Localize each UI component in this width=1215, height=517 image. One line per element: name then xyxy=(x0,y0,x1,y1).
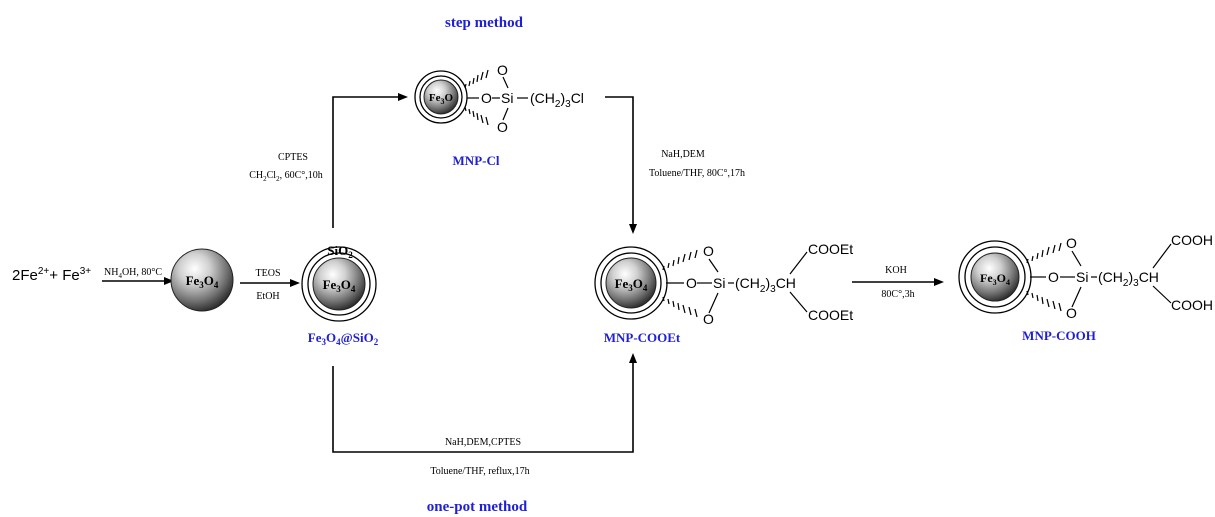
svg-text:(CH2)3CH: (CH2)3CH xyxy=(735,275,796,295)
fe3o4-sio2-particle: Fe3O4 SiO2 xyxy=(301,243,377,322)
label-mnp-cooh: MNP-COOH xyxy=(1022,328,1096,343)
svg-text:O: O xyxy=(497,62,508,78)
svg-text:O: O xyxy=(497,119,508,135)
svg-text:O: O xyxy=(703,311,714,327)
svg-text:O: O xyxy=(1066,235,1077,251)
mnp-cl-structure: Fe3O O O O Si (CH2)3Cl xyxy=(414,62,584,135)
svg-text:(CH2)3Cl: (CH2)3Cl xyxy=(530,90,584,110)
condition-teos: TEOS xyxy=(256,268,281,279)
svg-text:Fe3O: Fe3O xyxy=(429,92,454,106)
fe3o4-particle: Fe3O4 xyxy=(170,248,234,312)
condition-nah-dem: NaH,DEM xyxy=(661,149,705,160)
mnp-cooh-structure: Fe3O4 O O O Si (CH2)3CH COOH COOH xyxy=(958,232,1213,321)
svg-text:Fe3O4: Fe3O4 xyxy=(615,276,648,293)
svg-text:COOH: COOH xyxy=(1171,297,1213,313)
svg-text:Fe3O4: Fe3O4 xyxy=(980,271,1010,287)
svg-text:Si: Si xyxy=(501,90,513,106)
svg-text:O: O xyxy=(481,90,492,106)
iron-ion-reactants: 2Fe2++ Fe3+ xyxy=(12,266,91,284)
arrow-coprecipitation xyxy=(102,277,174,285)
arrow-one-pot xyxy=(332,353,637,453)
svg-text:O: O xyxy=(703,243,714,259)
svg-text:Si: Si xyxy=(1076,269,1088,285)
arrow-teos xyxy=(240,279,300,287)
condition-koh-temp: 80C°,3h xyxy=(881,289,914,300)
condition-nh4oh: NH4OH, 80°C xyxy=(104,267,162,280)
condition-ch2cl2: CH2Cl2, 60C°,10h xyxy=(249,170,323,183)
label-mnp-cooet: MNP-COOEt xyxy=(604,330,681,345)
condition-etoh: EtOH xyxy=(256,291,279,302)
svg-text:Si: Si xyxy=(713,275,725,291)
label-mnp-cl: MNP-Cl xyxy=(453,153,500,168)
arrow-cptes-step xyxy=(332,93,408,228)
condition-toluene-thf: Toluene/THF, 80C°,17h xyxy=(649,168,745,179)
svg-text:Fe3O4: Fe3O4 xyxy=(323,277,356,294)
svg-text:Fe3O4: Fe3O4 xyxy=(186,273,219,290)
svg-text:O: O xyxy=(686,275,697,291)
mnp-cooet-structure: Fe3O4 O O O Si (CH2)3CH COOEt COOEt xyxy=(594,241,853,327)
svg-text:O: O xyxy=(1066,305,1077,321)
condition-onepot-reagents: NaH,DEM,CPTES xyxy=(445,437,521,448)
svg-text:(CH2)3CH: (CH2)3CH xyxy=(1098,269,1159,289)
one-pot-method-title: one-pot method xyxy=(427,499,528,515)
svg-text:COOEt: COOEt xyxy=(808,241,853,257)
condition-cptes: CPTES xyxy=(278,152,308,163)
condition-koh: KOH xyxy=(885,265,907,276)
sio2-shell-label: SiO2 xyxy=(327,243,353,260)
step-method-title: step method xyxy=(445,15,524,31)
svg-text:COOH: COOH xyxy=(1171,232,1213,248)
condition-onepot-solvent: Toluene/THF, reflux,17h xyxy=(430,466,529,477)
arrow-koh-hydrolysis xyxy=(852,278,944,286)
svg-text:O: O xyxy=(1048,269,1059,285)
svg-text:COOEt: COOEt xyxy=(808,307,853,323)
label-fe3o4-sio2: Fe3O4@SiO2 xyxy=(308,330,379,347)
arrow-nah-dem-step xyxy=(605,96,637,234)
